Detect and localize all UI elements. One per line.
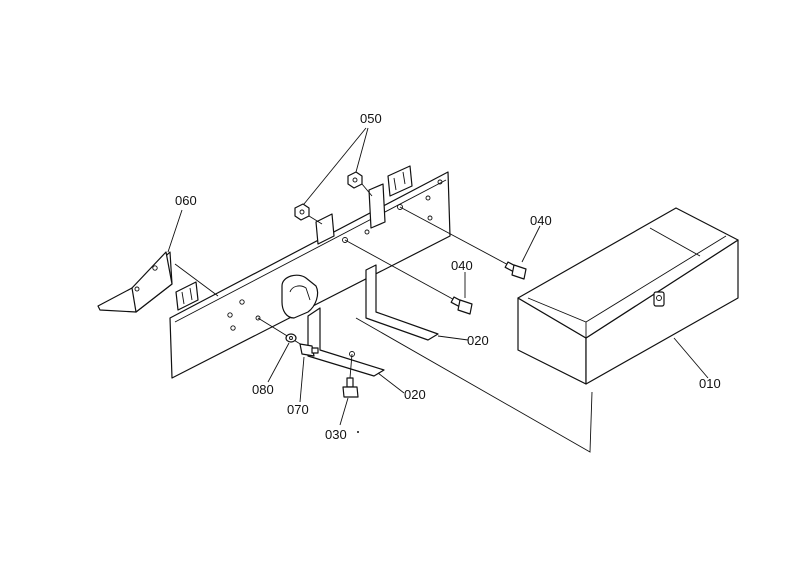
leader-050-left <box>303 127 367 205</box>
label-060: 060 <box>175 193 197 208</box>
clamp-block <box>281 274 319 319</box>
bracket-tab-upper <box>315 183 386 245</box>
label-040-right: 040 <box>530 213 552 228</box>
leader-030 <box>339 397 349 426</box>
bolt-040-right <box>399 206 527 280</box>
leader-050-right <box>355 127 369 173</box>
leader-060 <box>167 209 183 253</box>
bolt-040-middle <box>344 239 473 315</box>
nut-050-left <box>294 203 310 221</box>
box-latch <box>653 291 665 307</box>
leader-060-plate <box>174 263 219 297</box>
stray-dot <box>357 431 359 433</box>
bolt-070 <box>299 343 319 357</box>
label-080: 080 <box>252 382 274 397</box>
leader-070 <box>299 356 305 403</box>
angle-bracket-060 <box>97 251 173 313</box>
label-050: 050 <box>360 111 382 126</box>
leader-080 <box>267 342 290 383</box>
bolt-030 <box>342 353 359 398</box>
label-020-lower: 020 <box>404 387 426 402</box>
leader-040-right <box>521 225 541 263</box>
hinge-tab-left <box>175 281 199 311</box>
nut-050-right <box>347 171 363 189</box>
leader-020-upper <box>437 335 469 341</box>
washer-080 <box>285 333 297 343</box>
label-010: 010 <box>699 376 721 391</box>
label-040-middle: 040 <box>451 258 473 273</box>
hinge-tab-right <box>387 165 413 197</box>
leader-020-lower <box>377 372 405 394</box>
label-070: 070 <box>287 402 309 417</box>
leader-010 <box>673 337 709 379</box>
nut-axis-right <box>361 183 373 197</box>
label-030: 030 <box>325 427 347 442</box>
tool-box-010 <box>517 207 739 385</box>
l-bracket-020-upper <box>365 264 439 341</box>
nut-axis-left <box>308 215 323 225</box>
label-020-upper: 020 <box>467 333 489 348</box>
assembly-guide-line <box>355 317 593 453</box>
